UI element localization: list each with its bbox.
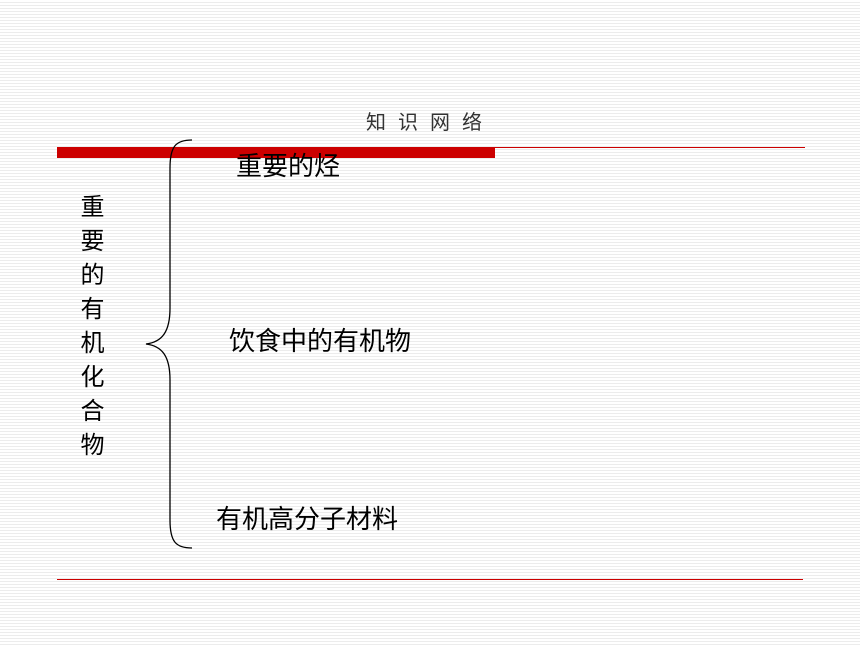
- branch-item-hydrocarbons: 重要的烃: [236, 152, 341, 182]
- branch-item-polymer-materials: 有机高分子材料: [216, 505, 399, 535]
- footer-divider: [57, 579, 803, 580]
- slide-title: 知识网络: [366, 110, 494, 134]
- branch-item-food-organics: 饮食中的有机物: [229, 327, 412, 357]
- title-underline-thick: [57, 147, 495, 158]
- title-underline-thin: [495, 147, 805, 148]
- root-label: 重要的有机化合物: [76, 194, 104, 466]
- curly-brace: [145, 139, 193, 549]
